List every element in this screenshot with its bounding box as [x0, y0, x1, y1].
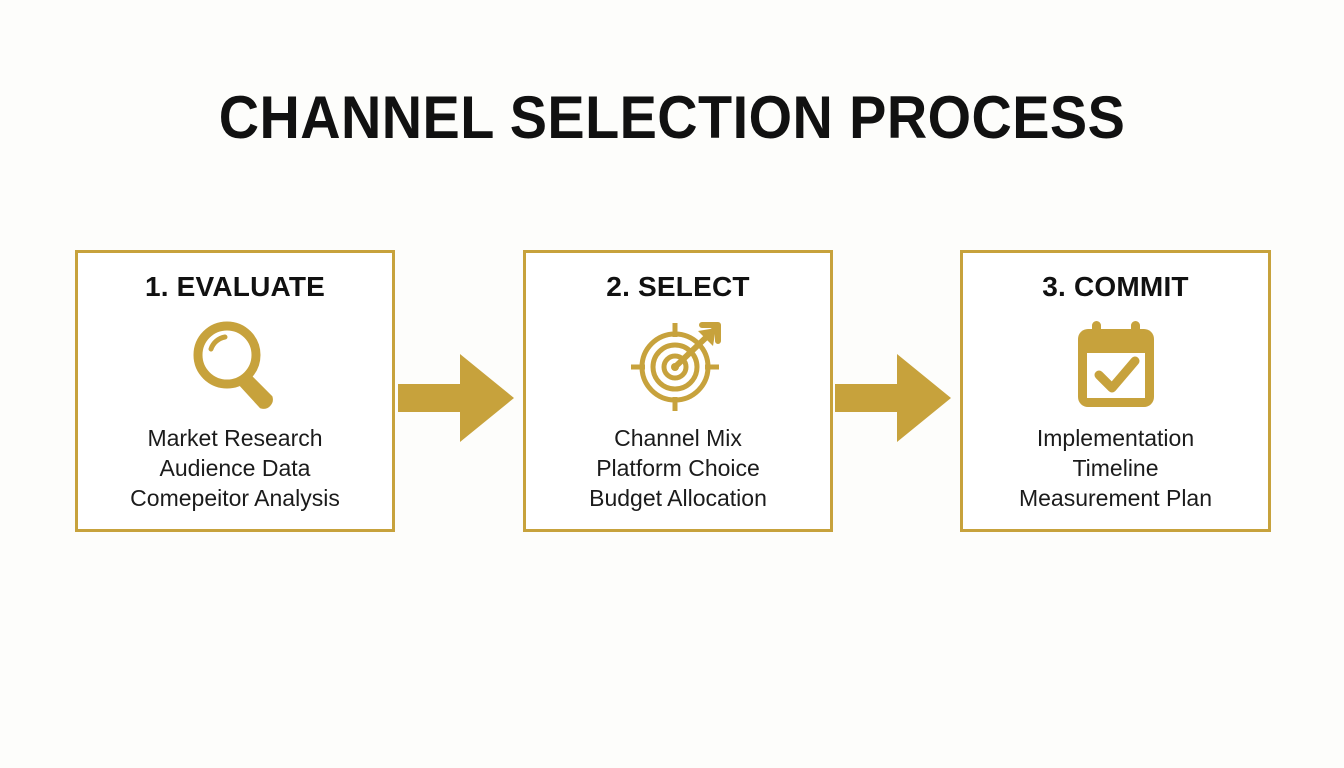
list-item: Timeline [1072, 455, 1159, 481]
step-heading: 1. EVALUATE [144, 271, 326, 302]
list-item: Comepeitor Analysis [130, 485, 340, 511]
arrow-right-icon [835, 352, 953, 444]
calendar-check-icon [1072, 313, 1160, 417]
list-item: Platform Choice [596, 455, 760, 481]
step-heading: 2. SELECT [606, 271, 750, 302]
step-card-commit[interactable]: 3. COMMIT Implementation Timeline Measur… [960, 250, 1271, 532]
list-item: Audience Data [159, 455, 311, 481]
magnifying-glass-icon [187, 313, 283, 417]
list-item: Implementation [1036, 425, 1195, 451]
page-title: CHANNEL SELECTION PROCESS [218, 84, 1126, 151]
step-heading: 3. COMMIT [1042, 271, 1189, 302]
list-item: Measurement Plan [1018, 485, 1213, 511]
step-detail-list: Market Research Audience Data Comepeitor… [130, 423, 340, 513]
process-flow: 1. EVALUATE Market Research Audience Dat… [75, 250, 1271, 532]
arrow-right-icon [398, 352, 516, 444]
step-detail-list: Channel Mix Platform Choice Budget Alloc… [589, 423, 767, 513]
list-item: Market Research [147, 425, 323, 451]
list-item: Channel Mix [614, 425, 742, 451]
step-card-select[interactable]: 2. SELECT Chan [523, 250, 833, 532]
step-card-evaluate[interactable]: 1. EVALUATE Market Research Audience Dat… [75, 250, 395, 532]
step-detail-list: Implementation Timeline Measurement Plan [1019, 423, 1212, 513]
target-arrow-icon [628, 313, 728, 417]
list-item: Budget Allocation [589, 485, 767, 511]
